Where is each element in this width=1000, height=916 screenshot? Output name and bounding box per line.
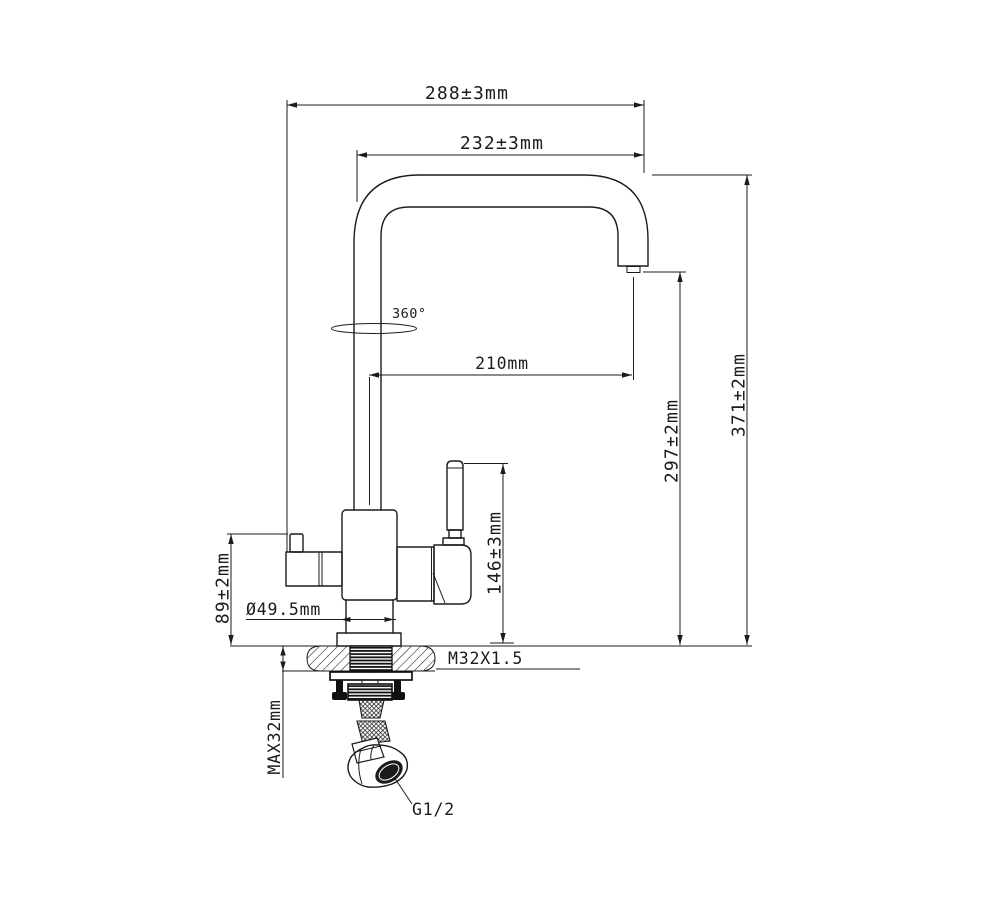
handle-neck — [448, 529, 462, 539]
g12-face-ring — [378, 763, 400, 781]
dim-handle-height: 146±3mm — [464, 463, 514, 644]
counter-hatch-right — [391, 645, 436, 672]
hose-segment-2 — [356, 720, 391, 745]
arrowhead-left — [341, 617, 351, 622]
mounting-hardware — [329, 671, 413, 701]
spout-inner-edge — [380, 206, 619, 511]
left-outlet-arm — [285, 551, 343, 587]
handle-grip — [446, 460, 464, 531]
dim-outlet-height: 297±2mm — [643, 271, 686, 645]
valve-skirt-line — [432, 572, 446, 604]
counter-hatch-left — [306, 645, 351, 672]
handle — [396, 460, 472, 605]
dim-label-overall-width: 288±3mm — [425, 83, 509, 104]
dim-base-diameter: Ø49.5mm — [246, 600, 396, 622]
hose-segment-1 — [358, 699, 385, 719]
dim-label-side-outlet-height: 89±2mm — [213, 552, 234, 624]
countertop — [230, 645, 752, 672]
swivel-ellipse — [331, 323, 417, 334]
dim-label-spout-reach: 210mm — [475, 354, 529, 373]
g12-leader-line — [393, 776, 413, 805]
left-outlet-nozzle — [289, 533, 304, 553]
spout — [353, 174, 649, 511]
aerator — [626, 266, 641, 273]
dim-overall-height: 371±2mm — [652, 174, 752, 645]
mounting-bracket — [329, 671, 413, 681]
left-outlet — [285, 533, 343, 587]
dim-max-deck-thickness: MAX32mm — [265, 646, 286, 778]
dim-label-hose-thread: G1/2 — [412, 800, 455, 819]
g12-fitting — [347, 744, 409, 788]
g12-face-ellipse — [375, 760, 403, 784]
spout-outer-edge — [353, 174, 649, 511]
g12-face — [375, 760, 403, 784]
arrowhead-up — [280, 646, 286, 656]
valve-body — [433, 544, 472, 605]
thread-shank — [349, 645, 393, 672]
dim-spout-width: 232±3mm — [356, 133, 644, 202]
supply-hose — [347, 699, 413, 805]
dim-overall-width: 288±3mm — [286, 83, 645, 552]
dim-spout-reach: 210mm — [369, 277, 634, 505]
g12-nut-outline — [347, 744, 409, 788]
dim-label-overall-height: 371±2mm — [729, 353, 750, 437]
body-block — [341, 509, 398, 601]
mounting-nut — [347, 683, 393, 701]
dim-label-handle-height: 146±3mm — [485, 511, 506, 595]
dim-mounting-thread: M32X1.5 — [436, 649, 580, 670]
g12-facet-2 — [370, 744, 375, 761]
ferrule-band — [354, 745, 382, 753]
g12-facet-1 — [358, 748, 363, 785]
dim-label-spout-width: 232±3mm — [460, 133, 544, 154]
dim-side-outlet-height: 89±2mm — [213, 533, 288, 645]
handle-collar — [442, 537, 465, 546]
bolt-left-head — [332, 692, 347, 700]
dim-label-max-deck-thickness: MAX32mm — [265, 699, 284, 774]
dim-label-outlet-height: 297±2mm — [662, 399, 683, 483]
dim-label-base-diameter: Ø49.5mm — [246, 600, 321, 619]
bolt-left-shaft — [336, 680, 343, 693]
arrowhead-down — [280, 661, 286, 671]
right-arm — [396, 546, 435, 602]
faucet-body — [285, 460, 472, 647]
arrowhead-right — [384, 617, 394, 622]
faucet-outline — [230, 174, 752, 805]
dimensions: 288±3mm 232±3mm 371±2mm 297±2mm 210mm — [213, 83, 752, 819]
dim-label-mounting-thread: M32X1.5 — [448, 649, 523, 668]
bolt-right-shaft — [394, 680, 401, 693]
base-flange — [336, 632, 402, 647]
bolt-right-head — [390, 692, 405, 700]
dim-label-swivel-angle: 360° — [392, 306, 427, 322]
